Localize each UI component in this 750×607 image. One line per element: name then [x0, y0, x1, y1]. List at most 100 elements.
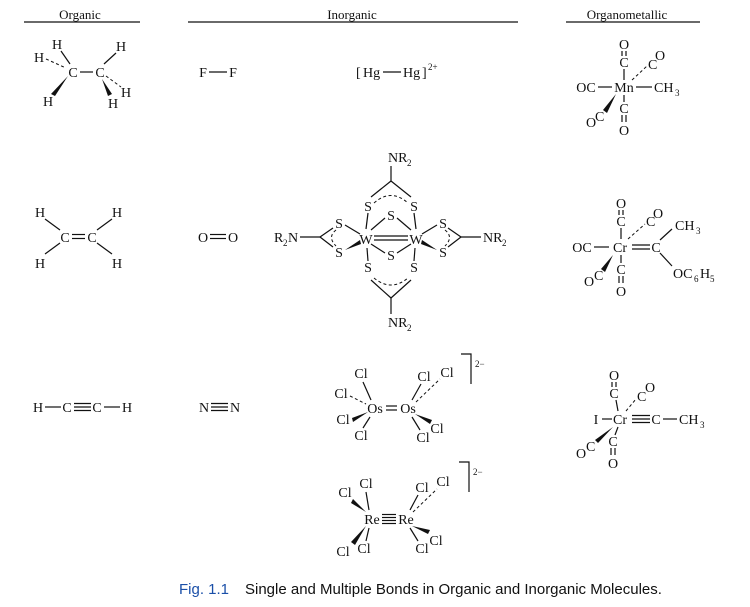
cr-carbyne-structure: I Cr C CH 3 O C O C C O O C: [576, 369, 705, 472]
w2-bridge-s-top: S: [387, 209, 395, 224]
re-cl-4: Cl: [357, 542, 370, 557]
crc-front-o: O: [584, 275, 594, 290]
ethylene-h3: H: [112, 206, 122, 221]
re-hash-cl-6: [412, 488, 438, 513]
w2-top-nr-sub: 2: [407, 158, 412, 168]
re-bond-cl-8: [409, 527, 419, 542]
crk-back-o: O: [645, 381, 655, 396]
ethylene-h2: H: [35, 257, 45, 272]
w2-bottom-cs-bond-2: [390, 279, 412, 299]
ethane-hash-h5: [105, 75, 122, 88]
header-organometallic: Organometallic: [587, 7, 668, 22]
w2-right-nr-sub: 2: [502, 238, 507, 248]
crk-hash-back: [625, 398, 637, 412]
os-charge: 2−: [475, 359, 485, 369]
column-headers: Organic Inorganic Organometallic: [24, 7, 700, 23]
os-cl-7: Cl: [430, 422, 443, 437]
re-bracket: [459, 461, 470, 492]
os-atom-2: Os: [400, 402, 416, 417]
caption-fig-label: Fig. 1.1: [179, 581, 229, 598]
w2-top-cs-bond-1: [370, 180, 392, 198]
header-organic: Organic: [59, 7, 101, 22]
w2-right-nr: NR: [483, 231, 503, 246]
dioxygen-structure: O O: [198, 231, 238, 246]
w2-bridge-s-bottom: S: [387, 249, 395, 264]
w2-top-s2: S: [410, 200, 418, 215]
ethylene-bond-h4: [96, 242, 113, 255]
w2-bottom-nr: NR: [388, 316, 408, 331]
w2-left-r-sub: 2: [283, 238, 288, 248]
ethylene-h4: H: [112, 257, 122, 272]
w2-bridge-bond-4: [396, 243, 412, 254]
w2-left-n: N: [288, 231, 298, 246]
ethane-structure: C C H H H H H H: [34, 38, 131, 112]
re-atom-2: Re: [398, 513, 414, 528]
mn-bottom-c: C: [619, 102, 628, 117]
mn-center: Mn: [614, 81, 633, 96]
crk-ch3-label: CH: [679, 413, 698, 428]
re-cl-8: Cl: [415, 542, 428, 557]
w2-bottom-s2: S: [410, 261, 418, 276]
ethane-bond-h1: [60, 50, 71, 65]
crk-back-c: C: [637, 390, 646, 405]
mn-back-o: O: [655, 49, 665, 64]
acetylene-c2: C: [92, 401, 101, 416]
ethane-h6: H: [108, 97, 118, 112]
mn-ch3-sub: 3: [675, 88, 680, 98]
re-bond-cl-4: [365, 527, 370, 542]
w2-right-s1: S: [439, 217, 447, 232]
w2-left-s1: S: [335, 217, 343, 232]
w2-top-sw-bond-1: [365, 212, 369, 230]
ethylene-bond-h1: [44, 218, 61, 231]
re-bond-cl-1: [365, 491, 370, 511]
mn-back-c: C: [648, 58, 657, 73]
crc-bond-oph: [659, 252, 673, 267]
crc-center: Cr: [613, 241, 627, 256]
hg2-hg1: Hg: [363, 66, 380, 81]
crc-oc6h5-sub6: 6: [694, 274, 699, 284]
w2-right-deloc: [444, 229, 450, 247]
mn-front-o: O: [586, 116, 596, 131]
crk-top-bond: [615, 399, 619, 412]
crk-front-o: O: [576, 447, 586, 462]
os-bond-cl-8: [411, 416, 421, 431]
ethane-bond-h4: [103, 52, 117, 65]
mn-oc-left: OC: [576, 81, 595, 96]
ethane-h2: H: [34, 51, 44, 66]
ethylene-h1: H: [35, 206, 45, 221]
hg2-hg2: Hg: [403, 66, 420, 81]
crc-oc6h5-sub5: 5: [710, 274, 715, 284]
caption-text: Single and Multiple Bonds in Organic and…: [245, 581, 662, 598]
crc-ch3-sub: 3: [696, 226, 701, 236]
os2cl8-structure: Os Os Cl Cl Cl Cl Cl Cl Cl Cl 2−: [334, 353, 485, 446]
hg2-bracket-right: ]: [422, 66, 427, 81]
dinitrogen-structure: N N: [199, 401, 240, 416]
w2-bottom-sw-bond-1: [366, 247, 369, 262]
w2-right-sw-bond-1: [421, 224, 438, 235]
w2-bridge-bond-2: [396, 217, 412, 231]
ethane-hash-h2: [45, 58, 67, 69]
w2-right-sw-wedge: [421, 240, 437, 250]
re-cl-7: Cl: [429, 534, 442, 549]
crc-oc-left: OC: [572, 241, 591, 256]
re-wedge-cl-2: [351, 499, 366, 512]
crc-back-c: C: [646, 215, 655, 230]
crk-bottom-o: O: [608, 457, 618, 472]
crk-wedge-front: [595, 427, 613, 443]
acetylene-h2: H: [122, 401, 132, 416]
hg2-bracket-left: [: [356, 66, 361, 81]
ethylene-c2: C: [87, 231, 96, 246]
mn-top-c: C: [619, 56, 628, 71]
ethylene-bond-h3: [96, 218, 113, 231]
dimercury-structure: [ Hg Hg ] 2+: [356, 62, 438, 81]
os-wedge-cl-7: [415, 414, 432, 424]
w2-top-nr: NR: [388, 151, 408, 166]
mn-front-c: C: [595, 110, 604, 125]
os-hash-cl-2: [349, 395, 367, 405]
crk-carbyne-c: C: [651, 413, 660, 428]
ethylene-c1: C: [60, 231, 69, 246]
crk-top-c: C: [609, 387, 618, 402]
w2-top-deloc: [373, 195, 409, 204]
w2-right-cs-bond-1: [447, 227, 462, 238]
